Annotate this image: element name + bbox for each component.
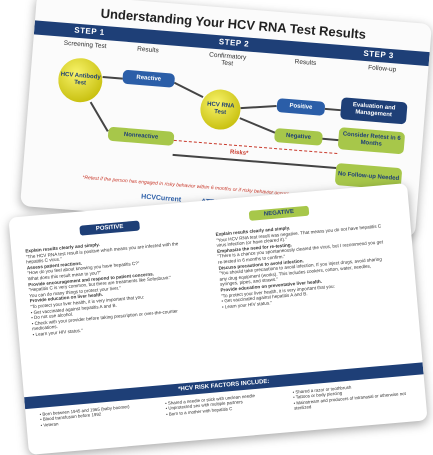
arrow-reactive	[102, 75, 123, 80]
consider-retest-node: Consider Retest in 6 Months	[337, 127, 406, 155]
negative-node: Negative	[273, 127, 323, 146]
arrow-retest	[322, 137, 339, 142]
screening-test-label: Screening Test	[63, 39, 107, 51]
arrow-positive	[240, 105, 277, 110]
results-label-2: Results	[294, 58, 317, 68]
follow-up-label: Follow-up	[367, 64, 397, 74]
risks-label: Risks*	[229, 149, 249, 157]
hcvcurrent-logo: HCVCurrent	[140, 193, 182, 204]
arrow-nonreactive	[89, 101, 109, 132]
results-label: Results	[136, 45, 160, 55]
step-2-label: STEP 2	[218, 37, 250, 49]
arrow-evaluation	[324, 107, 341, 112]
reactive-node: Reactive	[122, 69, 176, 88]
nonreactive-node: Nonreactive	[107, 126, 175, 146]
retest-footnote: *Retest if the person has engaged in ris…	[82, 174, 291, 198]
step-3-label: STEP 3	[363, 48, 395, 61]
arrow-negative	[239, 117, 276, 134]
evaluation-management-node: Evaluation and Management	[340, 97, 408, 125]
hcv-rna-test-node: HCV RNA Test	[198, 87, 242, 132]
positive-tab: POSITIVE	[79, 220, 140, 236]
hcv-antibody-test-node: HCV Antibody Test	[56, 56, 105, 104]
arrow-to-rna	[173, 81, 204, 98]
confirmatory-test-label: Confirmatory Test	[208, 51, 247, 68]
positive-guidance-column: Explain results clearly and simply. "The…	[25, 234, 202, 338]
positive-node: Positive	[276, 98, 326, 116]
arrow-no-follow-up	[172, 153, 337, 169]
step-1-label: STEP 1	[73, 25, 106, 37]
negative-guidance-column: Explain results clearly and simply. "You…	[215, 217, 391, 310]
negative-tab: NEGATIVE	[248, 205, 310, 221]
results-guidance-card: POSITIVE NEGATIVE Explain results clearl…	[8, 183, 428, 455]
